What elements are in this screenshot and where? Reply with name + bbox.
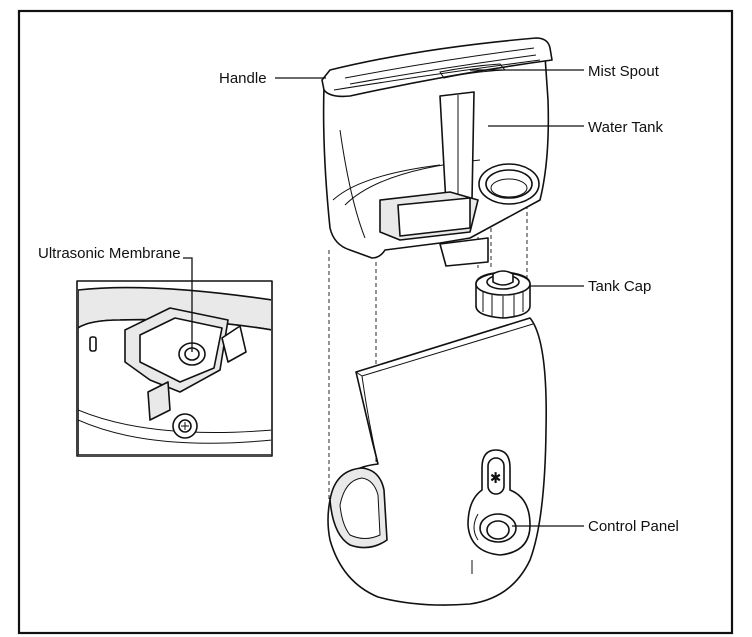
leader-lines bbox=[183, 69, 584, 527]
label-handle: Handle bbox=[219, 70, 267, 87]
label-tank-cap: Tank Cap bbox=[588, 278, 651, 295]
label-control-panel: Control Panel bbox=[588, 518, 679, 535]
base-drawing: ✱ bbox=[327, 317, 547, 606]
label-mist-spout: Mist Spout bbox=[588, 63, 660, 80]
membrane-inset bbox=[76, 280, 273, 457]
tank-cap-drawing bbox=[475, 270, 531, 319]
label-water-tank: Water Tank bbox=[588, 119, 664, 136]
mist-symbol: ✱ bbox=[490, 470, 501, 487]
labels: Handle Mist Spout Water Tank Ultrasonic … bbox=[38, 63, 679, 535]
water-tank-drawing bbox=[321, 37, 553, 267]
label-ultrasonic-membrane: Ultrasonic Membrane bbox=[38, 245, 181, 262]
